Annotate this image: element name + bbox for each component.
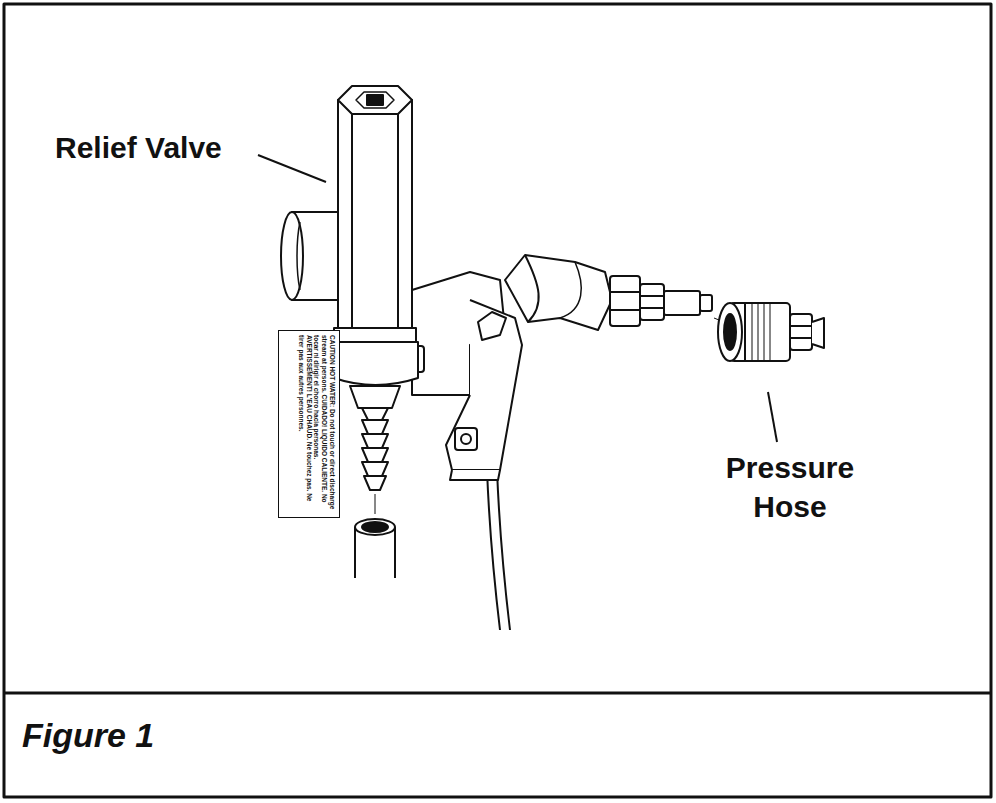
leader-line [768, 392, 777, 442]
leader-line [258, 155, 326, 182]
drain-tube [355, 519, 395, 578]
warning-text: CAUTION HOT WATER: Do not touch or direc… [297, 335, 336, 513]
warning-label: CAUTION HOT WATER: Do not touch or direc… [278, 330, 340, 518]
quick-coupler-plug [610, 276, 724, 326]
hose-barb [362, 408, 388, 514]
relief-valve [334, 86, 418, 408]
cable [497, 470, 510, 630]
hose-coupler [718, 303, 824, 361]
part-label: Relief Valve [55, 128, 315, 167]
side-port [281, 212, 342, 300]
elbow-fitting [505, 255, 612, 330]
part-label: Pressure Hose [705, 448, 875, 526]
figure-caption: Figure 1 [22, 716, 154, 755]
caption-divider [4, 692, 991, 695]
frame [4, 4, 991, 797]
